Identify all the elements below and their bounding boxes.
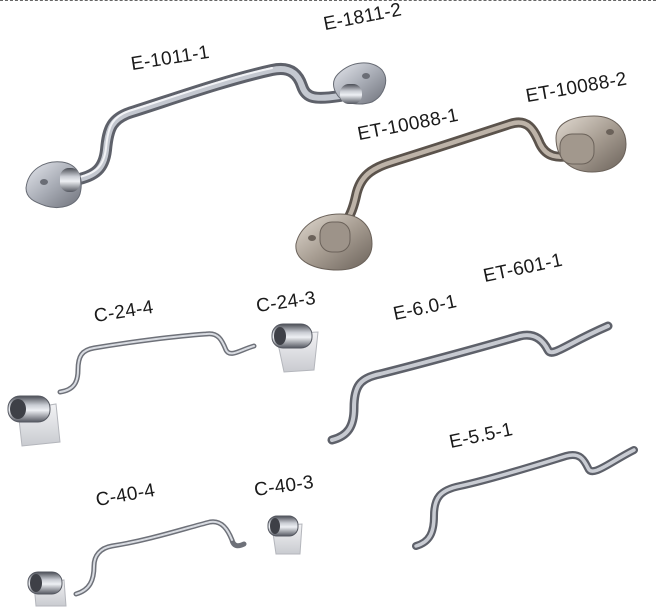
plate-e-1811-2-right bbox=[333, 62, 387, 105]
clip-c-24-3-right bbox=[271, 323, 319, 373]
handle-e-1011-1 bbox=[69, 63, 346, 186]
handle-e-6-0-1 bbox=[327, 321, 613, 445]
handle-e-5-5-1 bbox=[412, 446, 638, 550]
plate-et-10088-2-left bbox=[295, 213, 373, 271]
handle-et-10088-1 bbox=[325, 117, 583, 237]
wire-handle-c-24-4 bbox=[57, 331, 257, 395]
dashed-top-border bbox=[0, 0, 656, 1]
clip-c-40-3-left bbox=[27, 571, 67, 607]
wire-handle-c-40-4 bbox=[73, 519, 247, 597]
clip-c-24-3-left bbox=[7, 395, 61, 447]
plate-e-1811-2-left bbox=[25, 161, 82, 208]
plate-et-10088-2-right bbox=[555, 115, 627, 173]
clip-c-40-3-right bbox=[267, 515, 303, 555]
